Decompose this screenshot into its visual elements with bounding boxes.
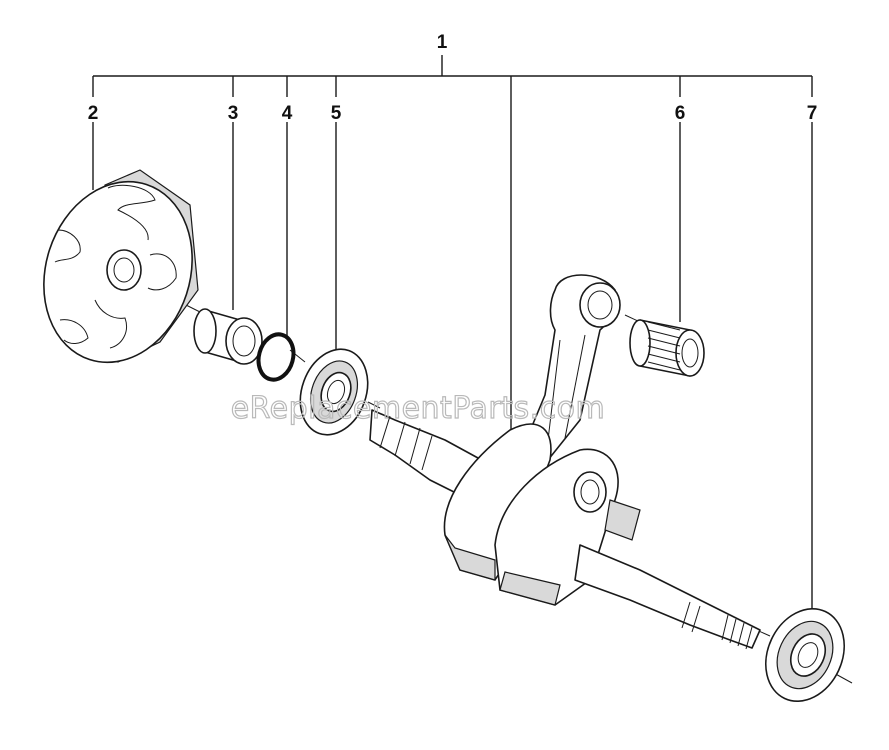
callout-5: 5 [331,103,342,124]
sleeve-part [193,308,263,365]
right-bearing-part [765,607,845,703]
callout-4: 4 [282,103,293,124]
crankshaft-part [369,274,761,650]
callout-6: 6 [675,103,686,124]
callout-1: 1 [437,32,448,53]
ring-part [256,332,296,382]
needle-bearing-part [629,319,705,377]
callout-3: 3 [228,103,239,124]
callout-leader-lines [92,55,813,618]
clutch-part [43,169,199,364]
callout-2: 2 [88,103,99,124]
callout-7: 7 [807,103,818,124]
left-bearing-part [299,348,369,436]
watermark-text: eReplacementParts.com [231,391,606,426]
